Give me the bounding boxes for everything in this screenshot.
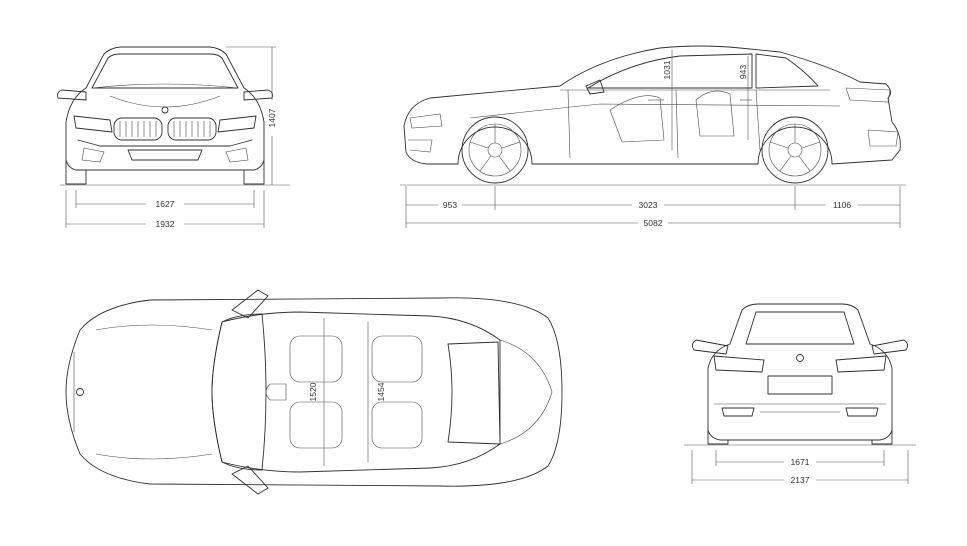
side-view xyxy=(403,45,901,184)
front-shoulder-label: 1520 xyxy=(308,382,318,401)
rear-overhang-label: 1106 xyxy=(833,200,852,210)
front-overhang-label: 953 xyxy=(443,200,457,210)
side-view-dimension-lines xyxy=(400,184,906,228)
rear-track-label: 1671 xyxy=(791,457,810,467)
rear-view xyxy=(684,303,916,446)
front-width-label: 1932 xyxy=(156,219,175,229)
front-view-dimension-lines xyxy=(65,46,276,228)
rear-shoulder-label: 1454 xyxy=(376,382,386,401)
wheelbase-label: 3023 xyxy=(639,200,658,210)
rear-headroom-label: 943 xyxy=(738,65,748,79)
length-label: 5082 xyxy=(644,218,663,228)
front-track-label: 1627 xyxy=(156,199,175,209)
front-view xyxy=(57,46,290,186)
front-headroom-label: 1031 xyxy=(662,60,672,79)
width-mirrors-label: 2137 xyxy=(791,475,810,485)
top-view xyxy=(65,289,563,495)
rear-view-dimension-lines xyxy=(691,450,909,484)
height-label: 1407 xyxy=(267,108,277,127)
